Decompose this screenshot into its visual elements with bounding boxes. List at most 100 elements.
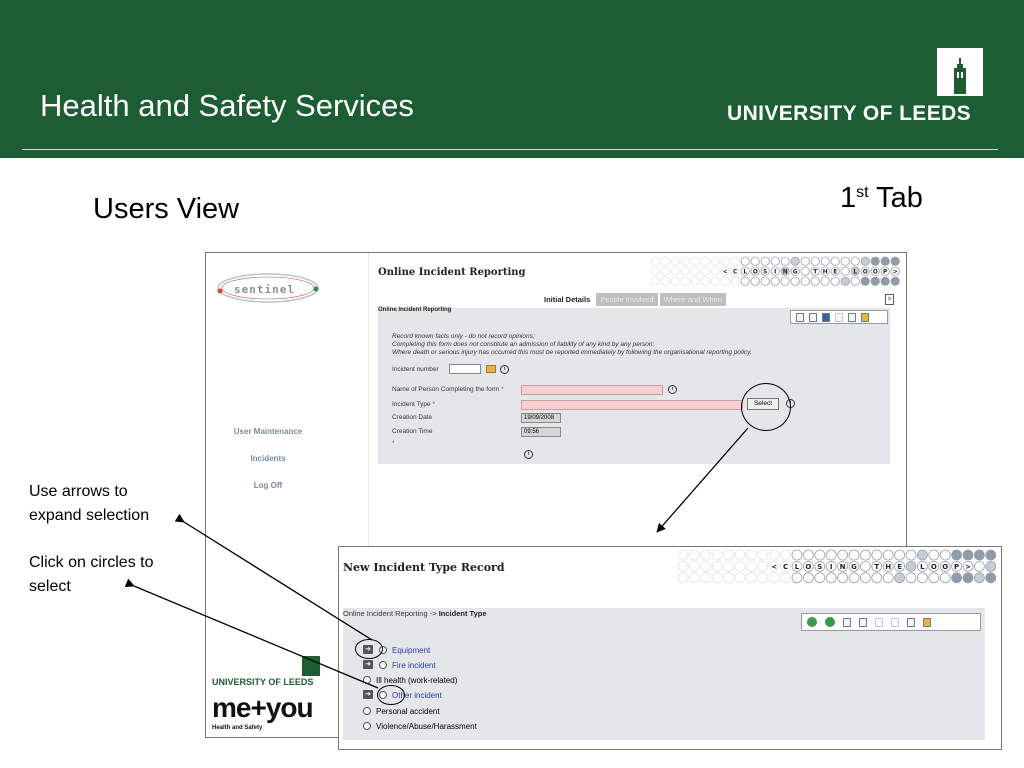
radio-ill-health[interactable] — [363, 676, 371, 684]
tab-where-and-when[interactable]: Where and When — [659, 293, 727, 306]
name-label: Name of Person Completing the form * — [392, 386, 504, 393]
form-subtitle: Online Incident Reporting — [378, 307, 452, 313]
home-icon[interactable] — [861, 312, 869, 322]
svg-text:H: H — [823, 270, 828, 276]
info-icon[interactable]: i — [500, 365, 509, 374]
next-tab-button[interactable]: > — [885, 294, 894, 305]
toolbar — [790, 310, 888, 324]
creation-time-label: Creation Time — [392, 428, 433, 435]
svg-text:>: > — [893, 270, 898, 276]
back-icon[interactable] — [807, 617, 817, 627]
creation-date-field: 19/09/2008 — [521, 413, 561, 423]
option-violence[interactable]: Violence/Abuse/Harassment — [363, 720, 477, 732]
svg-text:I: I — [830, 563, 833, 571]
svg-text:O: O — [873, 270, 878, 276]
creation-time-field: 09:56 — [521, 427, 561, 437]
header-divider — [22, 149, 998, 150]
tab-caption: 1st Tab — [840, 182, 923, 214]
new-document-icon[interactable] — [843, 617, 851, 627]
expand-arrow-icon[interactable]: ➜ — [363, 660, 373, 669]
svg-text:L: L — [743, 270, 747, 276]
highlight-circle-select — [741, 383, 791, 431]
option-fire-incident[interactable]: Fire incident — [379, 659, 436, 671]
required-mark: * — [392, 440, 395, 447]
svg-text:>: > — [965, 563, 971, 571]
toolbar — [801, 613, 981, 631]
form-instructions: Record known facts only - do not record … — [392, 333, 752, 356]
svg-text:T: T — [874, 563, 879, 571]
svg-text:P: P — [954, 563, 959, 571]
delete-icon[interactable] — [891, 617, 899, 627]
svg-text:O: O — [805, 563, 811, 571]
svg-text:O: O — [863, 270, 868, 276]
svg-text:O: O — [942, 563, 948, 571]
slide-title: Health and Safety Services — [40, 88, 414, 123]
option-personal-accident[interactable]: Personal accident — [363, 705, 440, 717]
sidebar-item-user-maintenance[interactable]: User Maintenance — [233, 427, 303, 436]
form-title: Online Incident Reporting — [378, 267, 526, 278]
expand-arrow-icon[interactable]: ➜ — [363, 690, 373, 699]
svg-text:T: T — [813, 270, 817, 276]
info-icon[interactable]: i — [524, 450, 533, 459]
slide-heading: Users View — [93, 193, 240, 225]
folder-icon[interactable] — [486, 365, 496, 373]
radio-violence[interactable] — [363, 722, 371, 730]
radio-personal-accident[interactable] — [363, 707, 371, 715]
svg-text:L: L — [795, 563, 800, 571]
sentinel-logo-text: sentinel — [234, 283, 295, 296]
sidebar-item-log-off[interactable]: Log Off — [253, 481, 283, 490]
me-and-you-logo: UNIVERSITY OF LEEDS me+you Health and Sa… — [206, 656, 336, 736]
tab-people-involved[interactable]: People Involved — [596, 293, 658, 306]
note-arrows: Use arrows to expand selection — [29, 483, 150, 524]
incident-number-input[interactable] — [449, 364, 481, 374]
save-icon[interactable] — [875, 617, 883, 627]
svg-text:G: G — [851, 563, 857, 571]
svg-text:<: < — [723, 270, 728, 276]
form-panel: Online Incident Reporting Record known f… — [378, 307, 890, 464]
svg-text:E: E — [897, 563, 902, 571]
svg-text:C: C — [783, 563, 788, 571]
name-input[interactable] — [521, 385, 663, 395]
print-icon[interactable] — [907, 617, 915, 627]
home-icon[interactable] — [923, 617, 931, 627]
university-crest-icon — [302, 656, 320, 676]
option-ill-health[interactable]: Ill health (work-related) — [363, 674, 457, 686]
slide-header: Health and Safety Services UNIVERSITY OF… — [0, 0, 1024, 158]
forward-icon[interactable] — [825, 617, 835, 627]
note-circles: Click on circles to select — [29, 554, 154, 595]
svg-text:N: N — [840, 563, 846, 571]
university-crest-icon — [937, 48, 983, 96]
incident-type-input[interactable] — [521, 400, 743, 410]
svg-text:L: L — [920, 563, 925, 571]
svg-text:<: < — [771, 563, 777, 571]
incident-type-title: New Incident Type Record — [343, 561, 505, 574]
incident-type-label: Incident Type * — [392, 401, 435, 408]
delete-icon[interactable] — [835, 312, 843, 322]
svg-text:O: O — [753, 270, 758, 276]
svg-text:L: L — [853, 270, 857, 276]
search-icon[interactable] — [859, 617, 867, 627]
svg-text:S: S — [763, 270, 767, 276]
highlight-circle-radio — [377, 685, 405, 705]
incident-number-label: Incident number — [392, 366, 439, 373]
svg-text:E: E — [833, 270, 837, 276]
sidebar-item-incidents[interactable]: Incidents — [250, 454, 286, 463]
svg-text:G: G — [793, 270, 798, 276]
svg-text:P: P — [883, 270, 888, 276]
print-icon[interactable] — [848, 312, 856, 322]
save-icon[interactable] — [822, 312, 830, 322]
tab-initial-details[interactable]: Initial Details — [540, 293, 595, 306]
info-icon[interactable]: i — [668, 385, 677, 394]
svg-text:C: C — [733, 270, 737, 276]
search-icon[interactable] — [809, 312, 817, 322]
sentinel-logo — [214, 267, 322, 309]
svg-text:N: N — [783, 270, 788, 276]
university-logo-text: UNIVERSITY OF LEEDS — [727, 102, 972, 125]
radio-fire-incident[interactable] — [379, 661, 387, 669]
option-equipment[interactable]: Equipment — [379, 644, 430, 656]
new-document-icon[interactable] — [796, 312, 804, 322]
